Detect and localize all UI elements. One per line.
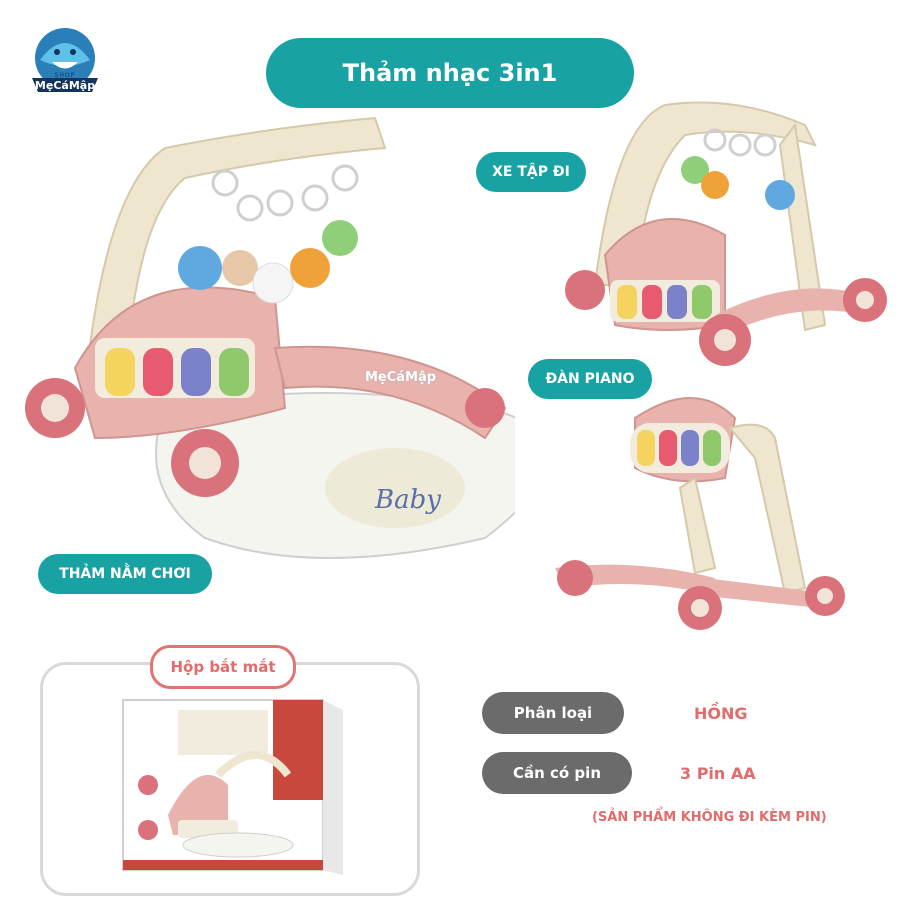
classification-label: Phân loại — [482, 692, 624, 734]
mode-piano-label: ĐÀN PIANO — [528, 359, 652, 399]
product-title: Thảm nhạc 3in1 — [266, 38, 634, 108]
walker-mode-image — [565, 101, 887, 366]
product-box-image — [122, 699, 343, 875]
shop-logo: SHOP MẹCáMập — [22, 20, 108, 106]
mode-walker-label: XE TẬP ĐI — [476, 152, 586, 192]
play-mat-gym-image: Baby — [25, 116, 515, 559]
battery-note: (SẢN PHẨM KHÔNG ĐI KÈM PIN) — [592, 810, 827, 825]
box-title: Hộp bắt mắt — [150, 645, 296, 689]
logo-shop-text: SHOP — [54, 72, 76, 79]
mode-play-mat-label: THẢM NẰM CHƠI — [38, 554, 212, 594]
battery-label: Cần có pin — [482, 752, 632, 794]
watermark-text: MẹCáMập — [365, 370, 437, 385]
svg-text:Baby: Baby — [374, 485, 441, 515]
classification-value: HỒNG — [694, 704, 748, 723]
battery-value: 3 Pin AA — [680, 764, 756, 783]
logo-name-text: MẹCáMập — [34, 79, 96, 92]
piano-mode-image — [555, 397, 845, 630]
shark-logo-icon — [32, 28, 98, 92]
